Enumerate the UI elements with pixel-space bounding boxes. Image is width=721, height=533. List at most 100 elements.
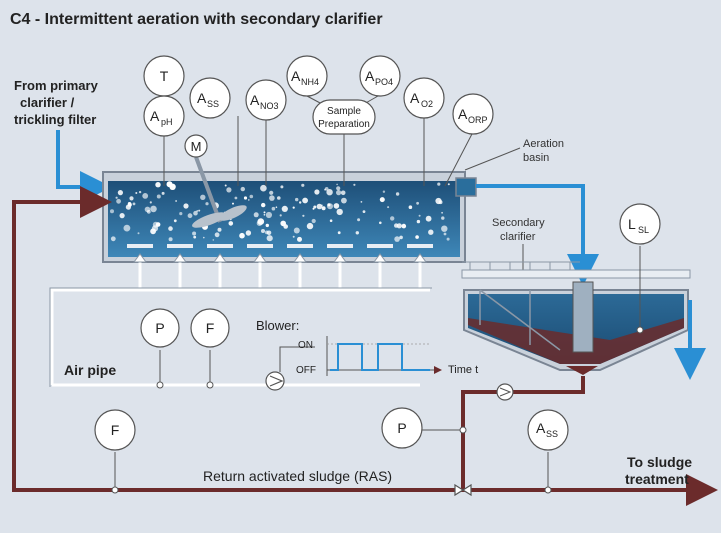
p-air-label: P (155, 320, 164, 336)
air-bubble (313, 205, 317, 209)
lsl-sub: SL (638, 225, 649, 235)
air-bubble (116, 198, 121, 204)
ss-basin-sub: SS (207, 99, 219, 109)
blower-leader (279, 346, 315, 372)
air-bubble (390, 216, 395, 221)
aeration-bubbles (110, 181, 450, 242)
air-bubble (249, 194, 254, 199)
f-air-tap (206, 381, 214, 389)
air-bubble (387, 206, 390, 209)
ras-pump-symbol (499, 387, 512, 397)
clarifier-label-line2: clarifier (500, 231, 536, 243)
air-bubble (336, 186, 341, 191)
nh4-sensor (286, 55, 328, 97)
air-bubble (379, 197, 385, 203)
air-bubble (205, 202, 209, 206)
air-bubble (228, 221, 234, 226)
po4-sensor (359, 55, 401, 97)
air-bubble (441, 211, 443, 214)
ras-main-pipe (12, 186, 463, 492)
air-bubble (150, 205, 157, 213)
air-bubble (110, 209, 114, 214)
air-bubble (311, 218, 316, 224)
air-bubble (161, 191, 165, 195)
air-bubble (260, 184, 267, 192)
air-bubble (266, 235, 273, 242)
air-bubble (295, 197, 299, 202)
air-bubble (265, 211, 272, 219)
t-label: T (160, 68, 169, 84)
air-bubble (394, 236, 400, 242)
air-bubble (175, 200, 178, 202)
air-bubble (443, 232, 447, 236)
blower-signal-chart (326, 336, 442, 376)
lsl-sensor (619, 203, 661, 245)
air-bubble (302, 214, 305, 217)
air-bubble (155, 222, 161, 227)
f-ras-sensor (94, 409, 136, 451)
air-bubble (336, 183, 338, 186)
air-bubble (132, 202, 136, 206)
ph-sub: pH (161, 117, 173, 127)
clarifier-center-well (572, 281, 594, 353)
air-bubble (193, 235, 197, 239)
air-bubble (129, 196, 134, 201)
inlet-label-line3: trickling filter (14, 112, 96, 127)
air-bubble (283, 224, 289, 229)
air-bubble (203, 236, 205, 239)
air-bubble (408, 205, 413, 209)
air-bubble (261, 229, 265, 233)
air-bubble (243, 196, 248, 200)
air-bubble (264, 230, 269, 235)
air-bubble (123, 224, 131, 232)
air-bubble (301, 183, 305, 187)
air-bubble (234, 196, 238, 200)
ss-ras-sensor (527, 409, 569, 451)
air-bubble (269, 195, 275, 201)
air-bubble (324, 188, 327, 191)
motor-label: M (191, 139, 202, 154)
air-bubble (179, 212, 183, 216)
air-bubble (142, 193, 149, 199)
air-bubble (168, 226, 173, 231)
aeration-basin-water (108, 181, 460, 257)
air-bubble (119, 213, 125, 219)
clarifier-scrapers (479, 289, 561, 351)
air-bubble (441, 216, 445, 220)
air-bubble (173, 219, 177, 223)
mixer-shaft (194, 156, 222, 223)
air-bubble (277, 196, 281, 200)
air-bubble (336, 190, 342, 196)
sample-label-line1: Sample (327, 106, 361, 117)
mixer-blade-left (191, 212, 227, 228)
f-ras-label: F (111, 422, 120, 438)
nh4-sub: NH4 (301, 77, 319, 87)
air-bubble (156, 194, 161, 199)
air-bubble (379, 221, 382, 225)
sample-label-line2: Preparation (318, 119, 370, 130)
inlet-label-line2: clarifier / (20, 95, 75, 110)
air-bubble (149, 201, 152, 204)
clarifier-sump (566, 366, 598, 375)
air-bubble (279, 214, 282, 217)
ss-ras-tap (544, 486, 552, 494)
air-bubble (263, 214, 266, 216)
p-ras-tap (459, 426, 467, 434)
air-bubble (357, 218, 361, 222)
orp-main: A (458, 106, 468, 122)
air-bubble (187, 213, 193, 219)
aeration-label-line1: Aeration (523, 138, 564, 150)
air-bubble (232, 202, 234, 205)
orp-sub: ORP (468, 115, 488, 125)
air-bubble (183, 203, 189, 209)
blower-symbol (269, 375, 284, 387)
air-bubble (401, 223, 407, 229)
air-bubble (144, 206, 151, 213)
air-bubble (110, 236, 116, 242)
air-bubble (224, 184, 227, 187)
air-bubble (336, 208, 343, 216)
p-air-tap (156, 381, 164, 389)
blower-off-label: OFF (296, 365, 316, 376)
basin-outlet-box (455, 177, 477, 197)
air-bubble (292, 206, 295, 209)
